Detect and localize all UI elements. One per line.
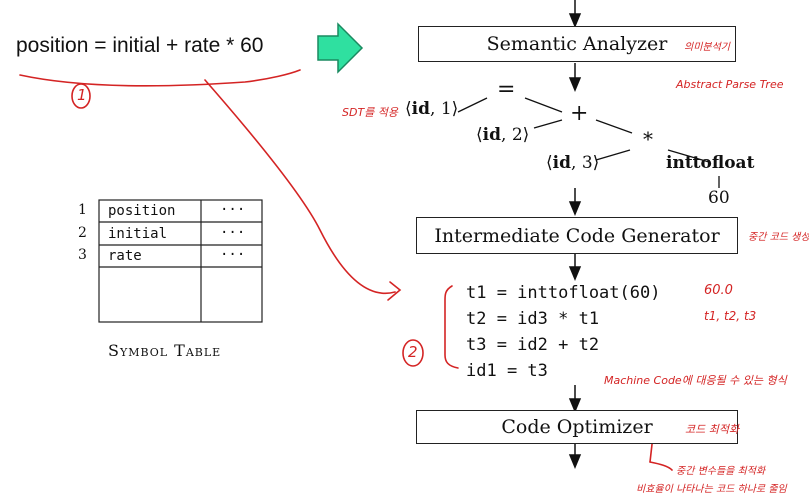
annotation-circle-2: 2 (408, 343, 418, 361)
tree-node-inttofloat: inttofloat (666, 153, 754, 173)
annotation-machine: Machine Code에 대응될 수 있는 형식 (604, 374, 787, 387)
symtab-row1-name: position (108, 203, 176, 219)
id3-num: 3 (581, 153, 593, 173)
code-optimizer-box: Code Optimizer (416, 410, 738, 444)
tree-node-times: * (643, 127, 653, 151)
annotation-temps: t1, t2, t3 (704, 309, 757, 323)
code-line-3: t3 = id2 + t2 (466, 335, 600, 355)
symtab-row3-name: rate (108, 248, 142, 264)
red-annotation-strokes (19, 69, 673, 471)
intermediate-code-generator-box: Intermediate Code Generator (416, 217, 738, 254)
annotation-optimizer: 코드 최적화 (685, 423, 740, 436)
tree-edges (457, 97, 720, 188)
id3-name: id (552, 153, 571, 173)
annotation-semantic: 의미분석기 (684, 42, 730, 53)
id1-name: id (411, 99, 430, 119)
annotation-ast: Abstract Parse Tree (676, 78, 784, 91)
tree-node-id1: ⟨id, 1⟩ (405, 99, 459, 119)
symbol-table-caption: Symbol Table (108, 341, 222, 360)
annotation-sdt: SDT를 적용 (342, 106, 399, 119)
symtab-row3-num: 3 (78, 247, 87, 263)
annotation-opt-detail-2: 비효율이 나타나는 코드 하나로 줄임 (636, 484, 787, 495)
id2-num: 2 (511, 125, 523, 145)
inttofloat-label: inttofloat (666, 153, 755, 173)
id2-name: id (482, 125, 501, 145)
green-arrow (317, 22, 364, 74)
annotation-opt-detail-1: 중간 변수들을 최적화 (676, 466, 766, 477)
source-statement: position = initial + rate * 60 (16, 34, 264, 57)
symtab-row3-attr: ··· (220, 247, 246, 263)
symtab-row1-num: 1 (78, 202, 87, 218)
tree-node-id3: ⟨id, 3⟩ (546, 153, 600, 173)
code-line-2: t2 = id3 * t1 (466, 309, 600, 329)
semantic-analyzer-box: Semantic Analyzer (418, 26, 736, 62)
code-line-1: t1 = inttofloat(60) (466, 283, 661, 303)
code-line-4: id1 = t3 (466, 361, 548, 381)
pipeline-arrows (568, 0, 582, 469)
tree-node-plus: + (570, 101, 589, 126)
annotation-float: 60.0 (704, 283, 733, 298)
id1-num: 1 (440, 99, 452, 119)
tree-node-id2: ⟨id, 2⟩ (476, 125, 530, 145)
symtab-row2-num: 2 (78, 225, 87, 241)
tree-node-assign: = (497, 77, 516, 102)
symtab-row2-attr: ··· (220, 225, 246, 241)
symbol-table-grid (98, 199, 263, 323)
annotation-circle-1: 1 (77, 86, 87, 104)
annotation-icg: 중간 코드 생성 (748, 232, 809, 243)
symtab-row2-name: initial (108, 226, 168, 242)
tree-node-sixty: 60 (708, 188, 730, 208)
symtab-row1-attr: ··· (220, 202, 246, 218)
